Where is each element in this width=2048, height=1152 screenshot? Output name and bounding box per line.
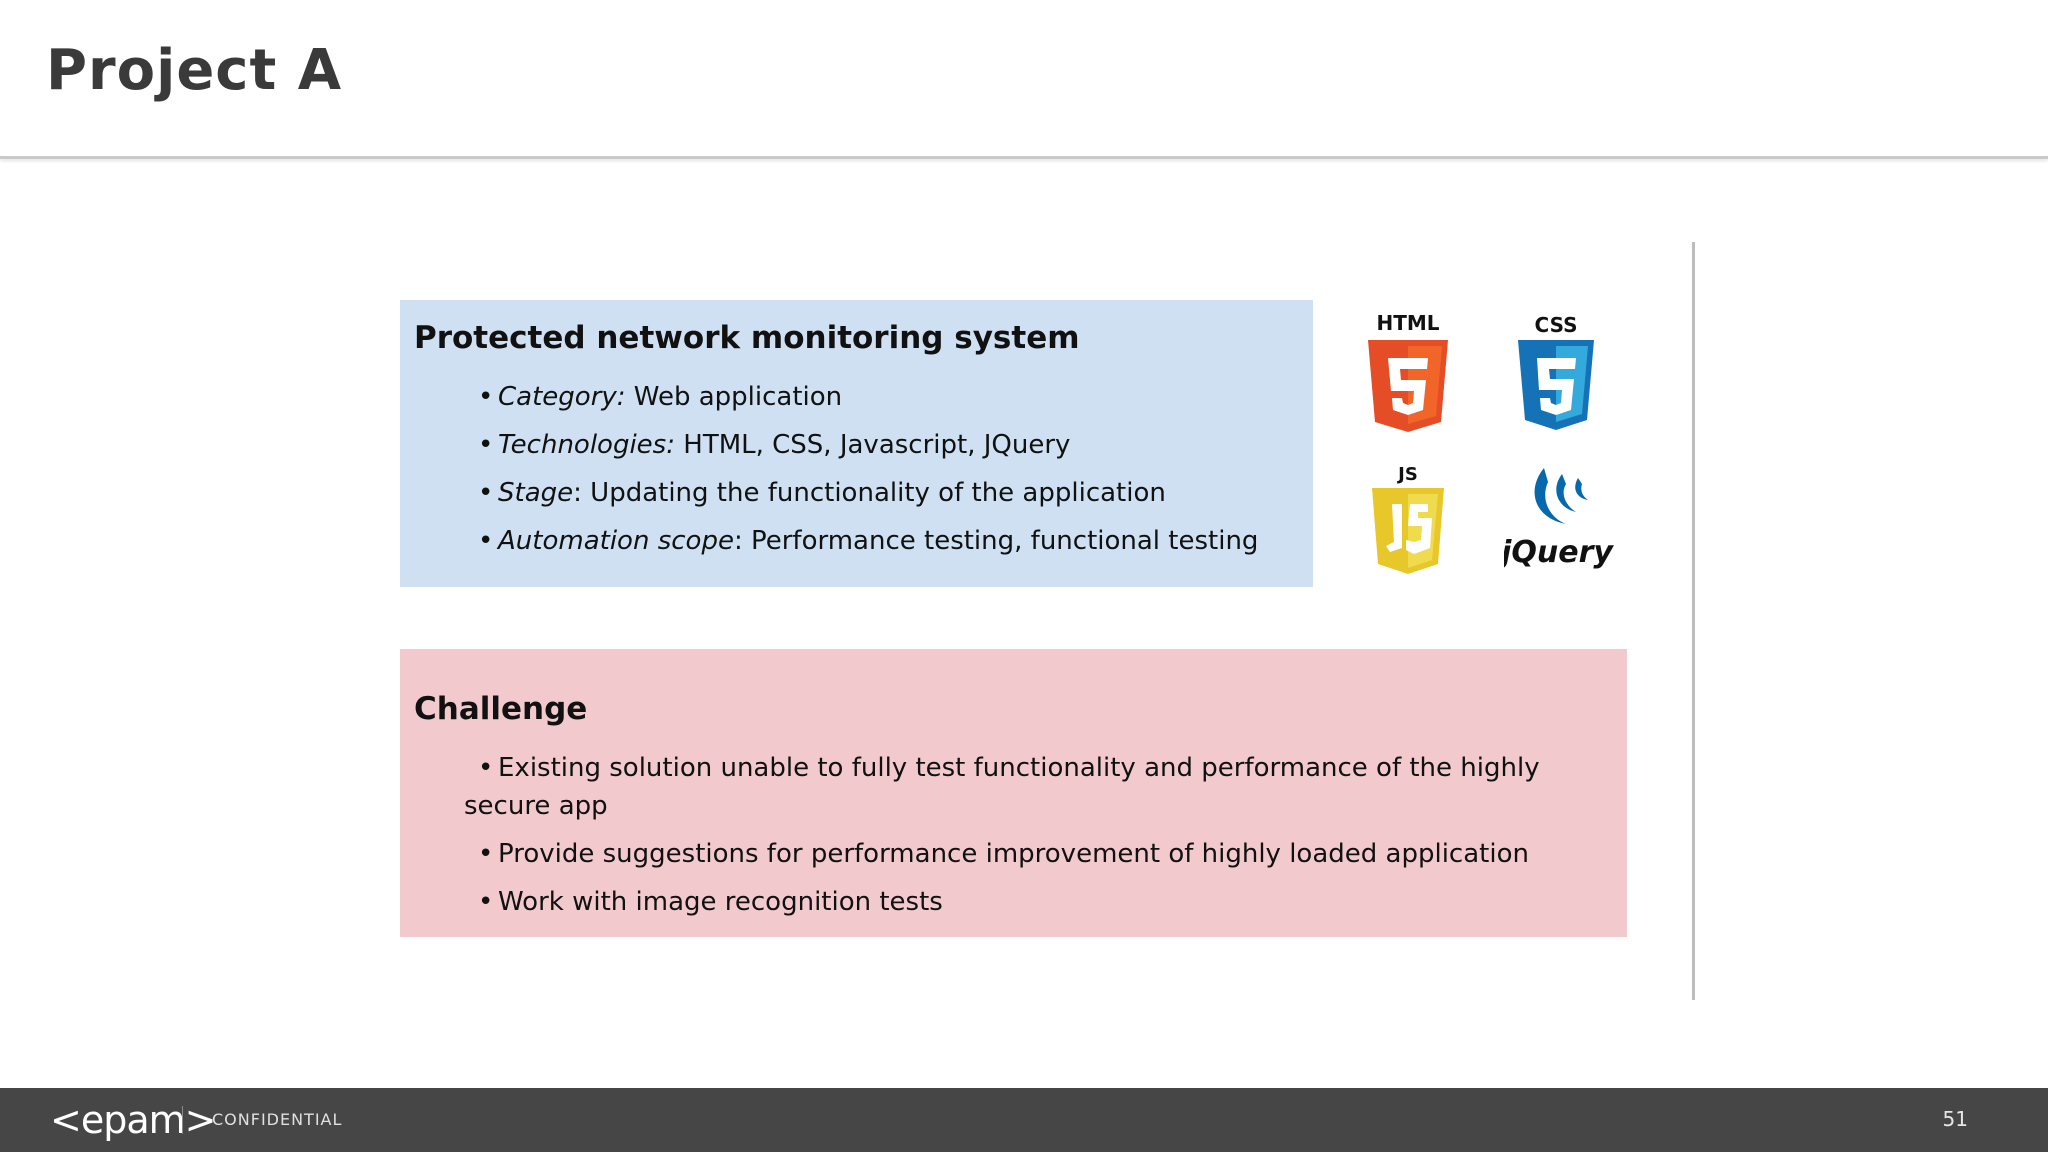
jquery-logo-icon: jQuery (1504, 468, 1614, 570)
list-item: •Provide suggestions for performance imp… (414, 835, 1613, 873)
item-label: Stage (498, 478, 574, 508)
project-heading: Protected network monitoring system (414, 320, 1080, 356)
project-details-list: •Category: Web application •Technologies… (414, 378, 1299, 560)
vertical-divider (1692, 242, 1695, 1000)
page-number: 51 (1942, 1107, 1968, 1131)
list-item: •Automation scope: Performance testing, … (478, 526, 1259, 556)
footer-bar: <epam> CONFIDENTIAL 51 (0, 1088, 2048, 1152)
jquery-caption: jQuery (1504, 535, 1614, 570)
item-label: Technologies: (498, 430, 675, 460)
item-value: Web application (625, 382, 843, 412)
html5-logo-icon: HTML (1368, 311, 1448, 432)
css3-caption: CSS (1535, 313, 1578, 337)
list-item: •Work with image recognition tests (414, 883, 1613, 921)
item-text: Provide suggestions for performance impr… (498, 839, 1529, 869)
item-value: : Updating the functionality of the appl… (573, 478, 1166, 508)
list-item: •Stage: Updating the functionality of th… (478, 478, 1166, 508)
footer-separator (182, 1106, 183, 1134)
confidential-label: CONFIDENTIAL (212, 1110, 343, 1129)
javascript-caption: JS (1396, 464, 1418, 485)
title-divider (0, 156, 2048, 159)
slide-title: Project A (46, 38, 343, 103)
challenge-heading: Challenge (414, 691, 588, 727)
project-panel: Protected network monitoring system •Cat… (400, 300, 1313, 587)
item-label: Category: (498, 382, 626, 412)
item-label: Automation scope (498, 526, 734, 556)
item-value: HTML, CSS, Javascript, JQuery (675, 430, 1071, 460)
javascript-logo-icon: JS (1372, 464, 1444, 574)
challenge-list: •Existing solution unable to fully test … (414, 749, 1613, 921)
list-item: •Existing solution unable to fully test … (414, 749, 1613, 825)
item-text: Work with image recognition tests (498, 887, 943, 917)
epam-logo: <epam> (50, 1098, 216, 1142)
challenge-panel: Challenge •Existing solution unable to f… (400, 649, 1627, 937)
html5-caption: HTML (1376, 311, 1439, 335)
list-item: •Category: Web application (478, 382, 843, 412)
item-text: Existing solution unable to fully test f… (464, 753, 1540, 821)
css3-logo-icon: CSS (1518, 313, 1594, 430)
item-value: : Performance testing, functional testin… (733, 526, 1259, 556)
list-item: •Technologies: HTML, CSS, Javascript, JQ… (478, 430, 1071, 460)
